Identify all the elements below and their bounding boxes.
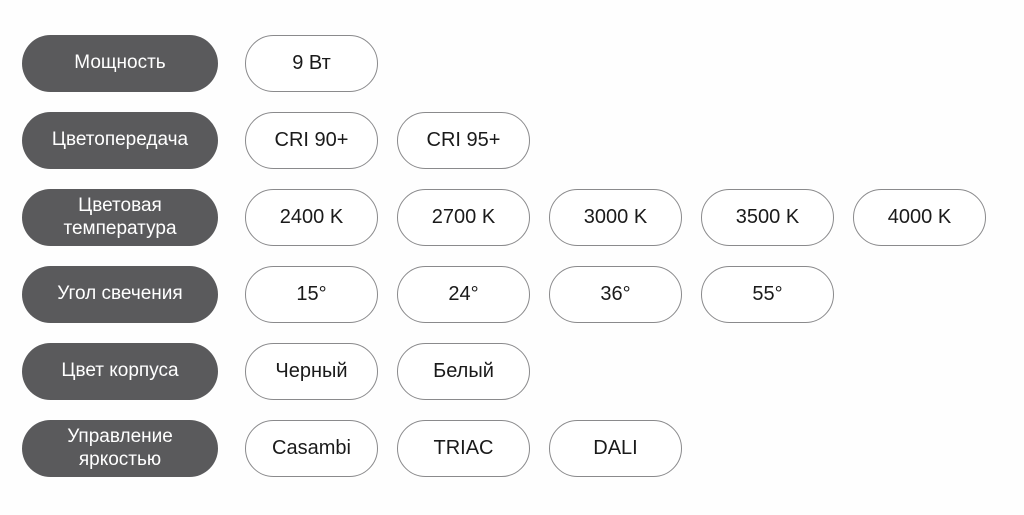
spec-label-beam-angle: Угол свечения (22, 266, 218, 323)
option-pill-dimming-control[interactable]: Casambi (245, 420, 378, 477)
option-pill-color-temperature[interactable]: 2400 K (245, 189, 378, 246)
option-pill-beam-angle[interactable]: 24° (397, 266, 530, 323)
option-pill-color-temperature[interactable]: 4000 K (853, 189, 986, 246)
spec-label-dimming-control: Управление яркостью (22, 420, 218, 477)
option-pill-body-color[interactable]: Белый (397, 343, 530, 400)
option-pill-dimming-control[interactable]: TRIAC (397, 420, 530, 477)
option-pill-beam-angle[interactable]: 15° (245, 266, 378, 323)
spec-label-power: Мощность (22, 35, 218, 92)
option-pill-body-color[interactable]: Черный (245, 343, 378, 400)
option-pill-beam-angle[interactable]: 36° (549, 266, 682, 323)
option-pill-beam-angle[interactable]: 55° (701, 266, 834, 323)
spec-row-dimming-control: Управление яркостью Casambi TRIAC DALI (22, 420, 1024, 477)
spec-row-body-color: Цвет корпуса Черный Белый (22, 343, 1024, 400)
option-pill-power[interactable]: 9 Вт (245, 35, 378, 92)
spec-row-beam-angle: Угол свечения 15° 24° 36° 55° (22, 266, 1024, 323)
option-pill-color-temperature[interactable]: 3500 K (701, 189, 834, 246)
spec-label-color-rendering: Цветопередача (22, 112, 218, 169)
spec-label-color-temperature: Цветовая температура (22, 189, 218, 246)
spec-row-color-temperature: Цветовая температура 2400 K 2700 K 3000 K 35… (22, 189, 1024, 246)
option-pill-color-temperature[interactable]: 2700 K (397, 189, 530, 246)
spec-row-color-rendering: Цветопередача CRI 90+ CRI 95+ (22, 112, 1024, 169)
option-pill-color-rendering[interactable]: CRI 95+ (397, 112, 530, 169)
spec-row-power: Мощность 9 Вт (22, 35, 1024, 92)
spec-label-body-color: Цвет корпуса (22, 343, 218, 400)
option-pill-color-rendering[interactable]: CRI 90+ (245, 112, 378, 169)
option-pill-color-temperature[interactable]: 3000 K (549, 189, 682, 246)
option-pill-dimming-control[interactable]: DALI (549, 420, 682, 477)
